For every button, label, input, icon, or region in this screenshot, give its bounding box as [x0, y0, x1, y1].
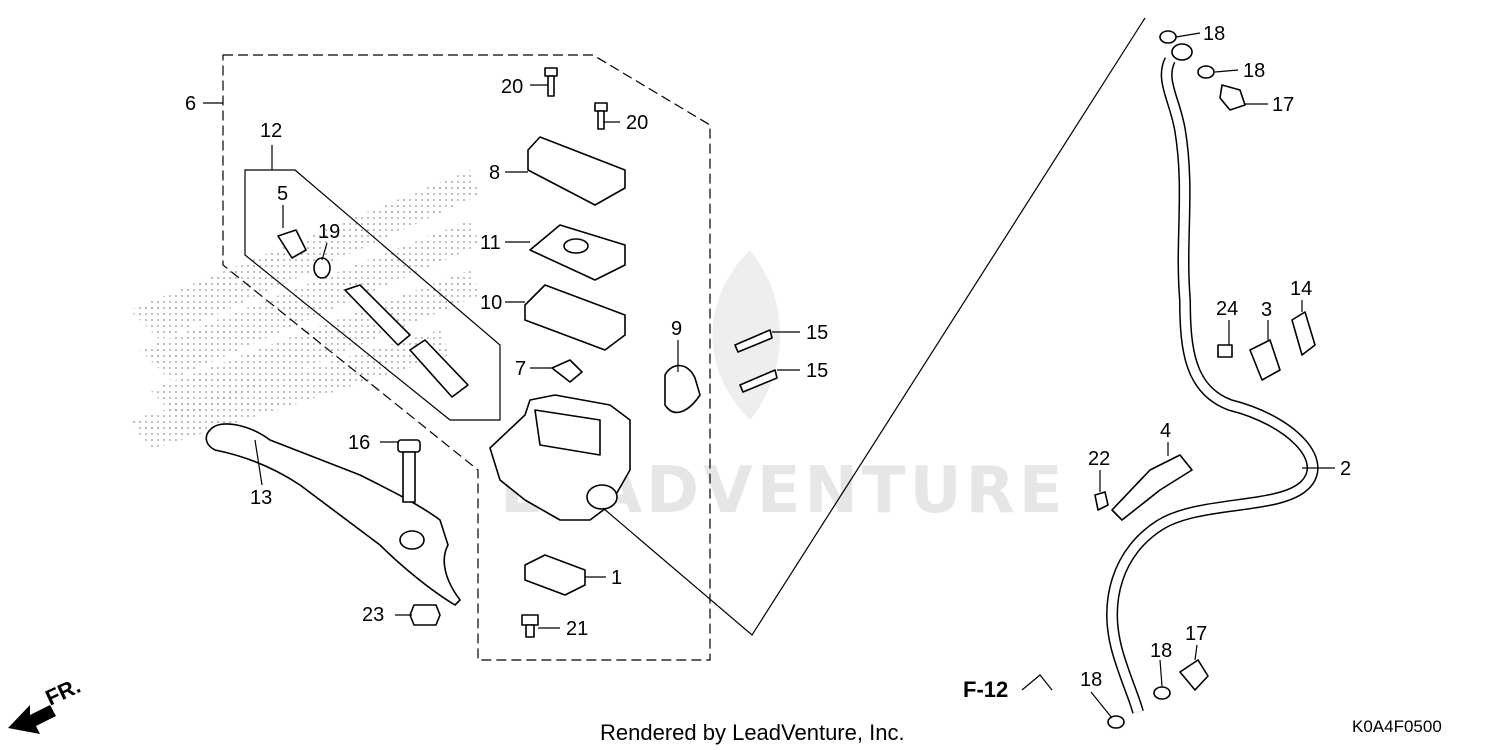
callout-7: 7 — [515, 358, 526, 380]
callout-18-b: 18 — [1243, 60, 1265, 82]
lever-nut — [409, 604, 441, 626]
brake-lever — [205, 423, 461, 606]
callout-17-b: 17 — [1185, 623, 1207, 645]
callout-14: 14 — [1290, 278, 1312, 300]
callout-17-a: 17 — [1272, 94, 1294, 116]
callout-21: 21 — [566, 618, 588, 640]
callout-23: 23 — [362, 604, 384, 626]
brake-switch — [521, 554, 586, 638]
callout-18-a: 18 — [1203, 23, 1225, 45]
callout-15-b: 15 — [806, 360, 828, 382]
pivot-bolt — [397, 439, 421, 503]
callout-18-d: 18 — [1080, 669, 1102, 691]
callout-8: 8 — [489, 162, 500, 184]
assembly-boundary — [222, 54, 711, 661]
cap-screws — [544, 67, 608, 130]
front-arrow-icon — [8, 705, 56, 734]
callout-3: 3 — [1261, 299, 1272, 321]
reservoir-parts — [524, 136, 626, 351]
callout-10: 10 — [480, 292, 502, 314]
diagram-code: K0A4F0500 — [1352, 717, 1442, 736]
callout-22: 22 — [1088, 448, 1110, 470]
callout-19: 19 — [318, 221, 340, 243]
retaining-clip — [551, 359, 583, 383]
subassembly-boundary — [244, 169, 501, 421]
background-wing-logo — [130, 170, 480, 450]
callout-24: 24 — [1216, 298, 1238, 320]
callout-5: 5 — [277, 183, 288, 205]
rendered-by-text: Rendered by LeadVenture, Inc. — [600, 720, 905, 745]
callout-16: 16 — [348, 432, 370, 454]
front-label: FR. — [42, 673, 85, 711]
callout-6: 6 — [185, 93, 196, 115]
figure-reference: F-12 — [963, 677, 1008, 702]
leader-lines — [203, 32, 1335, 719]
callout-4: 4 — [1160, 420, 1171, 442]
callouts: 6 12 5 19 20 20 8 11 10 7 9 15 15 16 13 … — [185, 23, 1351, 691]
callout-12: 12 — [260, 120, 282, 142]
callout-20-a: 20 — [501, 76, 523, 98]
callout-20-b: 20 — [626, 112, 648, 134]
callout-11: 11 — [480, 232, 501, 254]
callout-9: 9 — [671, 318, 682, 340]
connection-line — [602, 17, 1146, 636]
callout-1: 1 — [611, 567, 622, 589]
handlebar-holder — [664, 329, 778, 414]
front-direction-indicator: FR. — [8, 673, 84, 734]
master-cylinder-body — [489, 394, 631, 521]
callout-18-c: 18 — [1150, 640, 1172, 662]
brake-hose — [1106, 57, 1319, 714]
callout-13: 13 — [250, 487, 272, 509]
callout-2: 2 — [1340, 458, 1351, 480]
callout-15-a: 15 — [806, 322, 828, 344]
